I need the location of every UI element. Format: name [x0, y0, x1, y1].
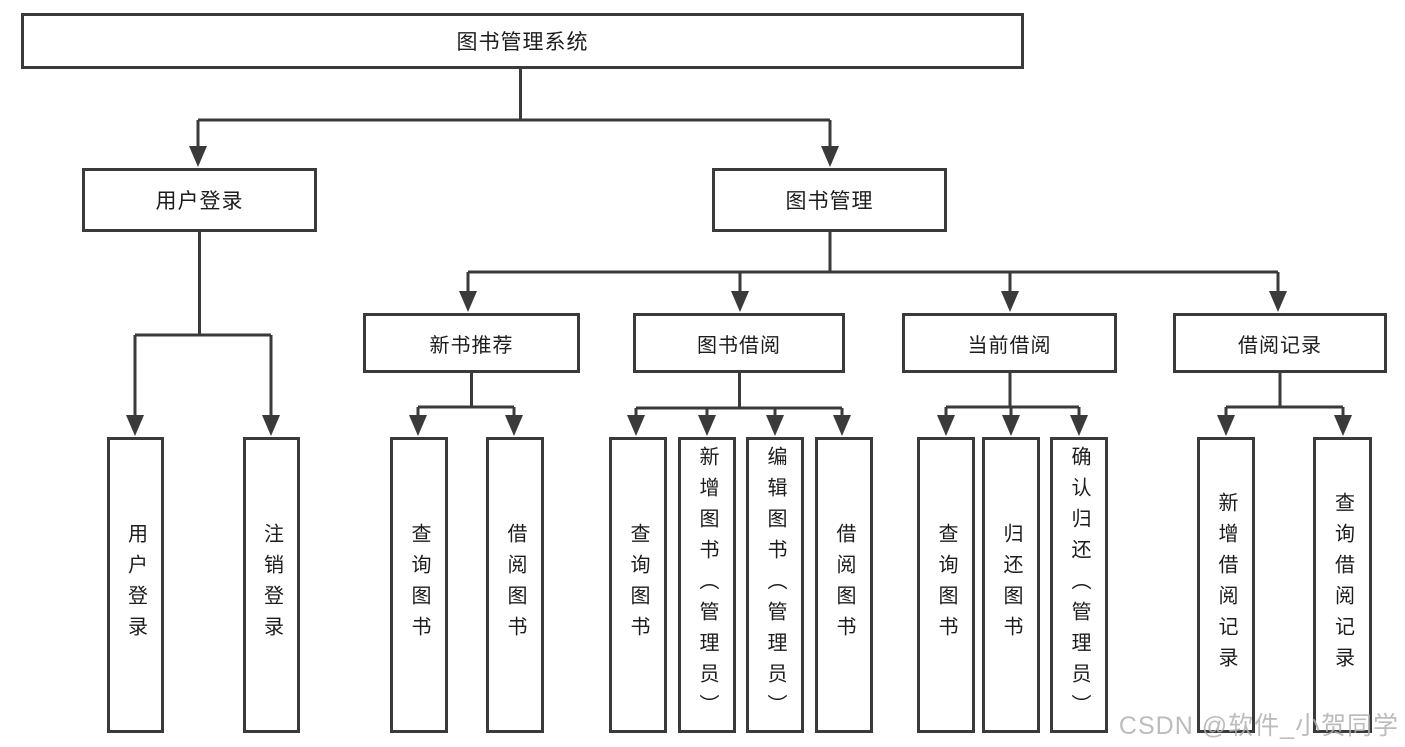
leaf-logout-label: 注销登录	[260, 523, 283, 647]
leaf-cb-return-books: 归还图书	[982, 437, 1040, 733]
leaf-bb-add-books-admin-label: 新增图书（管理员）	[696, 445, 718, 725]
node-book-management-label: 图书管理	[785, 190, 874, 213]
node-borrowing-records-label: 借阅记录	[1238, 334, 1322, 357]
csdn-watermark: CSDN @软件_小贺同学	[1118, 712, 1399, 740]
node-book-borrowing: 图书借阅	[633, 313, 845, 373]
node-new-book-recommendation: 新书推荐	[363, 313, 580, 373]
arrowheads-borrow-records-to-leaves	[1217, 415, 1352, 436]
arrowheads-root-to-level2	[189, 146, 839, 167]
node-user-login: 用户登录	[82, 168, 317, 232]
leaf-user-login: 用户登录	[107, 437, 164, 733]
leaf-cb-return-books-label: 归还图书	[1000, 523, 1022, 647]
arrowheads-book-borrow-to-leaves	[627, 415, 851, 436]
node-book-management: 图书管理	[712, 168, 947, 232]
leaf-br-add-record: 新增借阅记录	[1197, 437, 1255, 733]
leaf-bb-query-books-label: 查询图书	[627, 523, 649, 647]
arrowheads-user-login-to-leaves	[126, 415, 280, 436]
leaf-bb-edit-books-admin-label: 编辑图书（管理员）	[764, 445, 786, 725]
leaf-nbr-borrow-books: 借阅图书	[486, 437, 544, 733]
leaf-nbr-query-books-label: 查询图书	[408, 523, 430, 647]
node-current-borrowing: 当前借阅	[902, 313, 1117, 373]
node-root-system: 图书管理系统	[21, 13, 1024, 69]
node-book-borrowing-label: 图书借阅	[697, 334, 781, 357]
leaf-bb-borrow-books-label: 借阅图书	[833, 523, 855, 647]
leaf-user-login-label: 用户登录	[124, 523, 147, 647]
leaf-cb-query-books-label: 查询图书	[935, 523, 957, 647]
leaf-nbr-borrow-books-label: 借阅图书	[504, 523, 526, 647]
node-borrowing-records: 借阅记录	[1173, 313, 1387, 373]
leaf-br-query-record: 查询借阅记录	[1313, 437, 1372, 733]
connector-book-mgmt-to-level3	[466, 232, 1280, 293]
leaf-bb-edit-books-admin: 编辑图书（管理员）	[746, 437, 804, 733]
connector-current-borrow-to-leaves	[944, 373, 1081, 417]
arrowheads-book-mgmt-to-level3	[459, 291, 1287, 312]
leaf-br-query-record-label: 查询借阅记录	[1331, 492, 1354, 678]
connector-borrow-records-to-leaves	[1224, 373, 1345, 417]
connector-new-book-rec-to-leaves	[416, 373, 516, 417]
connector-user-login-to-leaves	[133, 232, 273, 417]
node-user-login-label: 用户登录	[155, 190, 244, 213]
node-current-borrowing-label: 当前借阅	[967, 334, 1052, 357]
leaf-cb-query-books: 查询图书	[917, 437, 975, 733]
leaf-cb-confirm-return-admin: 确认归还（管理员）	[1050, 437, 1108, 733]
node-new-book-recommendation-label: 新书推荐	[429, 334, 514, 357]
arrowheads-current-borrow-to-leaves	[937, 415, 1088, 436]
connector-root-to-level2	[196, 69, 832, 148]
node-root-system-label: 图书管理系统	[456, 31, 589, 54]
leaf-cb-confirm-return-admin-label: 确认归还（管理员）	[1068, 445, 1090, 725]
leaf-bb-query-books: 查询图书	[609, 437, 667, 733]
arrowheads-new-book-rec-to-leaves	[409, 415, 523, 436]
connector-book-borrow-to-leaves	[634, 373, 844, 417]
leaf-nbr-query-books: 查询图书	[390, 437, 448, 733]
leaf-logout: 注销登录	[243, 437, 300, 733]
leaf-br-add-record-label: 新增借阅记录	[1215, 492, 1237, 678]
leaf-bb-borrow-books: 借阅图书	[815, 437, 873, 733]
leaf-bb-add-books-admin: 新增图书（管理员）	[678, 437, 736, 733]
